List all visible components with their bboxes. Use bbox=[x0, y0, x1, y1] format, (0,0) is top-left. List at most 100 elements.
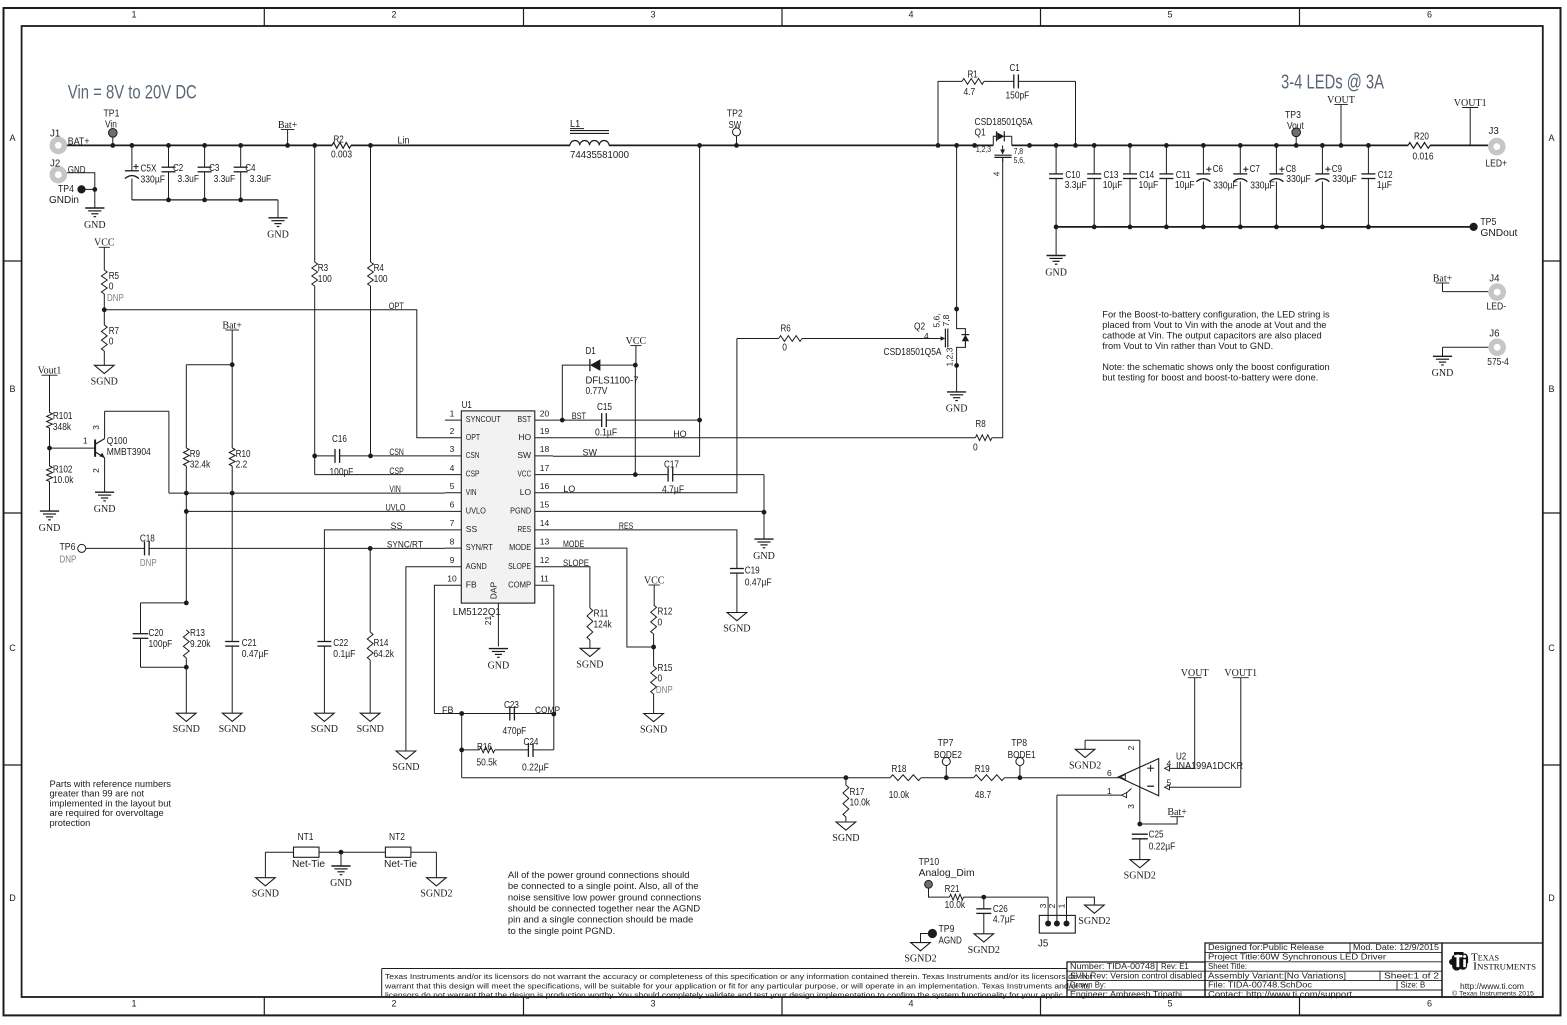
svg-text:R4: R4 bbox=[374, 262, 384, 274]
svg-text:Engineer: Ambreesh Tripathi: Engineer: Ambreesh Tripathi bbox=[1070, 990, 1182, 999]
svg-text:LO: LO bbox=[520, 487, 532, 497]
svg-text:DAP: DAP bbox=[489, 581, 499, 599]
svg-text:NT2: NT2 bbox=[389, 831, 405, 843]
svg-text:For the Boost-to-battery confi: For the Boost-to-battery configuration, … bbox=[1102, 310, 1330, 320]
svg-text:C13: C13 bbox=[1104, 169, 1119, 181]
svg-text:should be connected together n: should be connected together near the AG… bbox=[508, 904, 700, 915]
svg-text:2: 2 bbox=[1047, 903, 1057, 908]
svg-text:CSN: CSN bbox=[466, 450, 480, 460]
svg-text:SGND: SGND bbox=[91, 376, 118, 387]
svg-text:7: 7 bbox=[450, 518, 455, 528]
svg-text:DNP: DNP bbox=[656, 684, 673, 696]
svg-text:100: 100 bbox=[374, 273, 388, 285]
svg-text:3.3uF: 3.3uF bbox=[214, 173, 236, 185]
svg-text:100pF: 100pF bbox=[330, 466, 354, 478]
svg-text:licensors do not warrant that: licensors do not warrant that the design… bbox=[385, 991, 1063, 1000]
svg-text:SGND2: SGND2 bbox=[420, 889, 452, 900]
svg-text:Assembly Variant:[No Variation: Assembly Variant:[No Variations] bbox=[1208, 971, 1346, 980]
svg-text:0.77V: 0.77V bbox=[586, 385, 608, 397]
svg-text:from Vout to Vin rather than V: from Vout to Vin rather than Vout to GND… bbox=[1102, 341, 1273, 351]
svg-text:3: 3 bbox=[650, 999, 655, 1009]
svg-text:5,6,: 5,6, bbox=[1014, 155, 1025, 165]
svg-text:C21: C21 bbox=[242, 637, 257, 649]
svg-text:0: 0 bbox=[109, 336, 114, 348]
svg-text:C6: C6 bbox=[1213, 163, 1223, 175]
svg-text:1: 1 bbox=[450, 408, 455, 418]
svg-text:VOUT1: VOUT1 bbox=[1454, 98, 1487, 109]
svg-text:2.2: 2.2 bbox=[236, 459, 248, 471]
svg-text:0.22µF: 0.22µF bbox=[1149, 841, 1176, 853]
svg-text:R6: R6 bbox=[781, 322, 791, 334]
svg-text:Q1: Q1 bbox=[975, 126, 986, 138]
svg-text:OPT: OPT bbox=[466, 432, 480, 442]
svg-text:10µF: 10µF bbox=[1103, 179, 1123, 191]
svg-text:11: 11 bbox=[540, 573, 549, 583]
svg-text:be connected to a single point: be connected to a single point. Also, al… bbox=[508, 881, 699, 892]
svg-text:6: 6 bbox=[1427, 999, 1432, 1009]
svg-text:150pF: 150pF bbox=[1006, 89, 1030, 101]
svg-text:J1: J1 bbox=[50, 128, 60, 140]
svg-text:TP3: TP3 bbox=[1285, 109, 1301, 121]
svg-text:BST: BST bbox=[518, 414, 532, 424]
svg-text:10.0k: 10.0k bbox=[850, 797, 871, 809]
svg-text:C3: C3 bbox=[209, 162, 219, 174]
svg-text:RES: RES bbox=[619, 521, 633, 531]
svg-text:C5X: C5X bbox=[141, 162, 157, 174]
svg-text:Drawn By:: Drawn By: bbox=[1070, 981, 1106, 990]
svg-text:C11: C11 bbox=[1176, 169, 1191, 181]
svg-text:pin and a single connection sh: pin and a single connection should be ma… bbox=[508, 915, 693, 926]
svg-text:Vin: Vin bbox=[105, 119, 117, 131]
svg-text:SGND: SGND bbox=[173, 724, 200, 735]
svg-text:J6: J6 bbox=[1489, 327, 1499, 339]
svg-text:Texas: Texas bbox=[1471, 951, 1499, 963]
svg-text:R10: R10 bbox=[236, 448, 251, 460]
svg-text:C10: C10 bbox=[1065, 169, 1080, 181]
svg-text:SGND: SGND bbox=[392, 762, 419, 773]
svg-text:SGND: SGND bbox=[832, 833, 859, 844]
svg-text:64.2k: 64.2k bbox=[374, 648, 395, 660]
svg-text:10µF: 10µF bbox=[1139, 179, 1159, 191]
svg-text:Texas Instruments and/or its l: Texas Instruments and/or its licensors d… bbox=[385, 972, 1092, 981]
svg-text:AGND: AGND bbox=[939, 934, 963, 946]
svg-text:7,8: 7,8 bbox=[1014, 146, 1024, 156]
svg-text:A: A bbox=[9, 133, 15, 143]
svg-text:COMP: COMP bbox=[535, 705, 560, 715]
svg-text:1: 1 bbox=[83, 436, 88, 446]
svg-text:C: C bbox=[9, 643, 16, 653]
svg-text:1,2,3: 1,2,3 bbox=[976, 144, 991, 154]
svg-text:2: 2 bbox=[450, 426, 455, 436]
svg-text:BST: BST bbox=[572, 411, 587, 421]
svg-text:2: 2 bbox=[91, 468, 101, 473]
svg-text:50.5k: 50.5k bbox=[477, 757, 498, 769]
svg-text:Contact: http://www.ti.com/sup: Contact: http://www.ti.com/support bbox=[1208, 990, 1353, 999]
svg-text:TP4: TP4 bbox=[58, 183, 74, 195]
svg-text:Bat+: Bat+ bbox=[1167, 807, 1187, 818]
svg-text:48.7: 48.7 bbox=[975, 789, 991, 801]
svg-text:1: 1 bbox=[131, 999, 136, 1009]
svg-text:GND: GND bbox=[330, 878, 352, 889]
svg-text:FB: FB bbox=[466, 579, 477, 589]
svg-text:C15: C15 bbox=[597, 401, 612, 413]
svg-text:R17: R17 bbox=[850, 786, 865, 798]
svg-text:BODE1: BODE1 bbox=[1008, 749, 1036, 761]
svg-text:0.003: 0.003 bbox=[331, 149, 352, 161]
svg-text:UVLO: UVLO bbox=[466, 506, 486, 516]
svg-text:330µF: 330µF bbox=[1213, 180, 1238, 192]
svg-text:R7: R7 bbox=[109, 325, 119, 337]
svg-text:C16: C16 bbox=[332, 433, 347, 445]
svg-text:3-4 LEDs @ 3A: 3-4 LEDs @ 3A bbox=[1281, 71, 1384, 93]
svg-text:GND: GND bbox=[39, 523, 61, 534]
svg-text:R13: R13 bbox=[190, 627, 205, 639]
svg-text:noise sensitive low power grou: noise sensitive low power ground connect… bbox=[508, 892, 702, 903]
svg-text:14: 14 bbox=[540, 518, 550, 528]
svg-text:TP7: TP7 bbox=[938, 737, 954, 749]
svg-text:VCC: VCC bbox=[518, 469, 532, 479]
svg-text:7,8: 7,8 bbox=[941, 314, 951, 326]
svg-text:http://www.ti.com: http://www.ti.com bbox=[1460, 981, 1524, 991]
svg-text:J5: J5 bbox=[1038, 938, 1048, 950]
svg-text:124k: 124k bbox=[594, 618, 613, 630]
svg-text:TP8: TP8 bbox=[1011, 737, 1027, 749]
svg-text:COMP: COMP bbox=[508, 579, 531, 589]
svg-text:1µF: 1µF bbox=[1377, 179, 1392, 191]
svg-text:16: 16 bbox=[540, 481, 550, 491]
